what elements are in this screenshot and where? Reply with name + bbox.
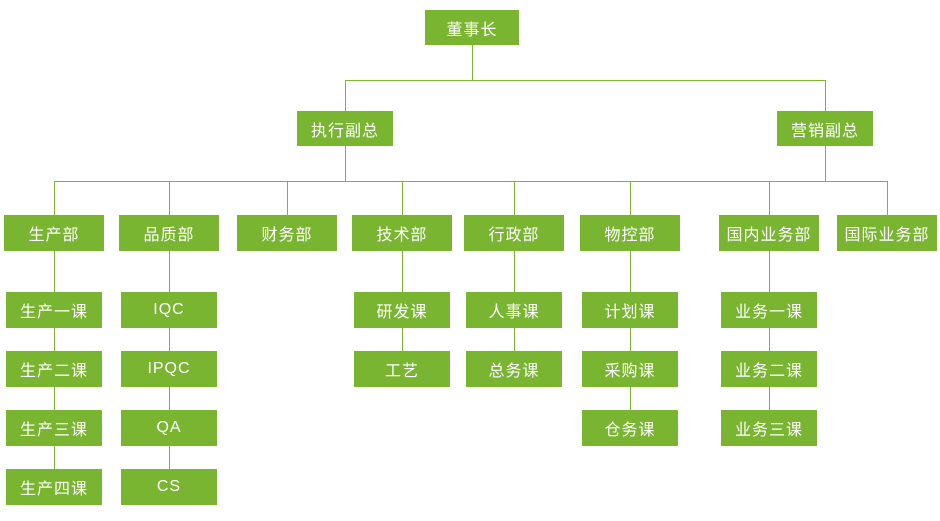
node-dept-quality: 品质部: [119, 215, 219, 251]
connector-line: [54, 181, 55, 215]
connector-line: [630, 328, 631, 351]
connector-line: [630, 181, 631, 215]
connector-line: [472, 45, 473, 80]
connector-line: [287, 181, 288, 215]
connector-line: [825, 146, 826, 181]
connector-line: [514, 251, 515, 292]
node-general-affairs-section: 总务课: [466, 351, 562, 387]
node-dept-finance: 财务部: [237, 215, 337, 251]
connector-line: [769, 181, 770, 215]
node-process-section: 工艺: [354, 351, 450, 387]
connector-line: [769, 328, 770, 351]
connector-line: [514, 181, 515, 215]
node-chairman: 董事长: [425, 10, 519, 45]
connector-line: [169, 446, 170, 469]
node-purchasing-section: 采购课: [582, 351, 678, 387]
connector-line: [54, 181, 888, 182]
node-production-section-1: 生产一课: [6, 292, 102, 328]
connector-line: [169, 387, 170, 410]
node-dept-technology: 技术部: [352, 215, 452, 251]
connector-line: [54, 328, 55, 351]
connector-line: [54, 251, 55, 292]
connector-line: [630, 387, 631, 410]
node-dept-production: 生产部: [4, 215, 104, 251]
node-planning-section: 计划课: [582, 292, 678, 328]
connector-line: [402, 328, 403, 351]
connector-line: [402, 181, 403, 215]
node-qa: QA: [121, 410, 217, 446]
connector-line: [514, 328, 515, 351]
connector-line: [169, 181, 170, 215]
connector-line: [887, 181, 888, 215]
node-hr-section: 人事课: [466, 292, 562, 328]
node-dept-administration: 行政部: [464, 215, 564, 251]
node-iqc: IQC: [121, 292, 217, 328]
node-rnd-section: 研发课: [354, 292, 450, 328]
node-production-section-3: 生产三课: [6, 410, 102, 446]
node-cs: CS: [121, 469, 217, 505]
node-business-section-3: 业务三课: [721, 410, 817, 446]
connector-line: [169, 251, 170, 292]
node-dept-domestic-business: 国内业务部: [719, 215, 819, 251]
node-dept-material-control: 物控部: [580, 215, 680, 251]
node-warehouse-section: 仓务课: [582, 410, 678, 446]
connector-line: [54, 446, 55, 469]
node-business-section-1: 业务一课: [721, 292, 817, 328]
connector-line: [825, 80, 826, 111]
node-dept-international-business: 国际业务部: [837, 215, 937, 251]
connector-line: [345, 80, 826, 81]
node-production-section-4: 生产四课: [6, 469, 102, 505]
node-marketing-vp: 营销副总: [777, 111, 873, 146]
node-production-section-2: 生产二课: [6, 351, 102, 387]
connector-line: [769, 251, 770, 292]
connector-line: [402, 251, 403, 292]
connector-line: [630, 251, 631, 292]
node-executive-vp: 执行副总: [297, 111, 393, 146]
node-ipqc: IPQC: [121, 351, 217, 387]
connector-line: [345, 80, 346, 111]
connector-line: [345, 146, 346, 181]
connector-line: [54, 387, 55, 410]
node-business-section-2: 业务二课: [721, 351, 817, 387]
connector-line: [169, 328, 170, 351]
connector-line: [769, 387, 770, 410]
